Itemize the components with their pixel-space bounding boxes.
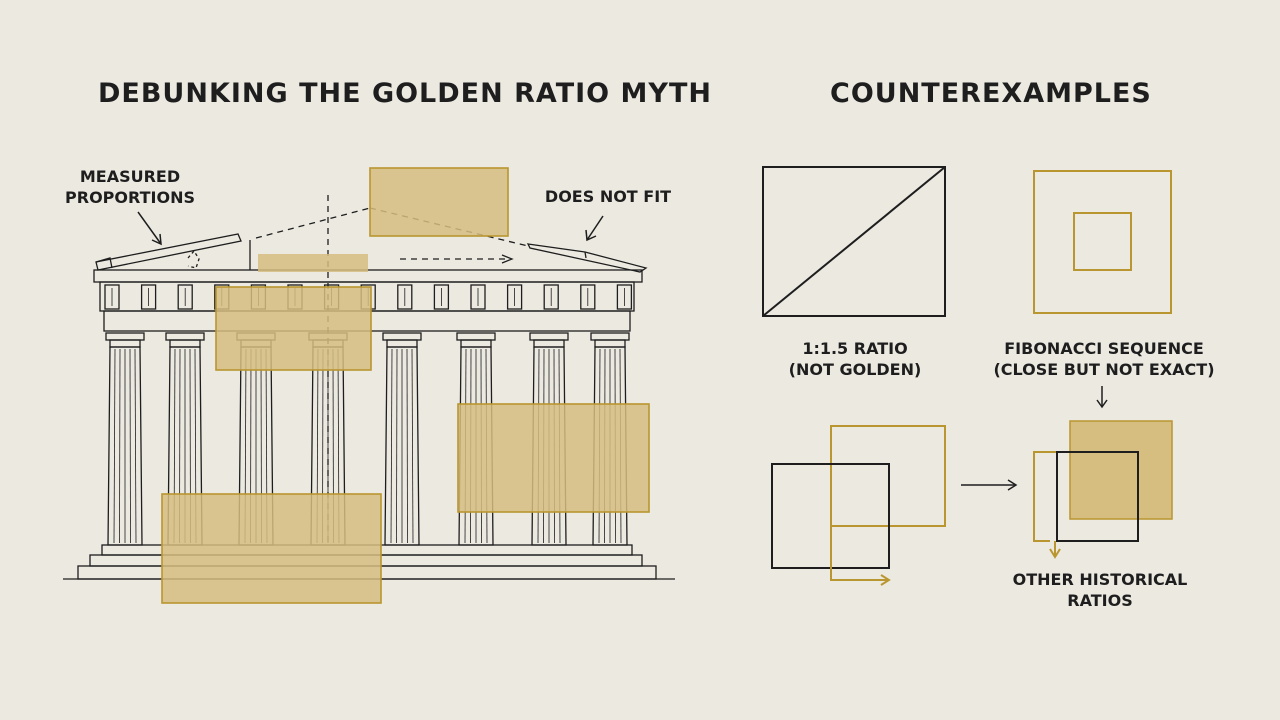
overlap-gold-arrow-line xyxy=(830,526,888,581)
column-echinus xyxy=(533,339,565,348)
historical-label-line2: RATIOS xyxy=(1067,591,1133,610)
column-flute xyxy=(411,348,414,544)
golden-rect-center xyxy=(215,286,372,371)
column-echinus xyxy=(460,339,492,348)
does-not-fit-label: DOES NOT FIT xyxy=(544,187,672,206)
fibonacci-down-arrow xyxy=(1096,386,1108,409)
triglyph xyxy=(140,284,157,310)
column-flute xyxy=(113,348,116,544)
fibonacci-label-line1: FIBONACCI SEQUENCE xyxy=(1004,339,1204,358)
fibonacci-inner-square xyxy=(1073,212,1132,271)
annotation-arrows xyxy=(137,211,604,246)
does-not-fit-arrow-icon xyxy=(586,215,604,241)
column-echinus xyxy=(386,339,418,348)
down-arrow-head-icon xyxy=(1096,399,1108,409)
triglyph xyxy=(543,284,559,310)
overlap-figure-right xyxy=(1033,420,1173,559)
right-title: COUNTEREXAMPLES xyxy=(830,78,1152,109)
pediment-fragment-right xyxy=(526,243,648,273)
column-capital xyxy=(456,332,496,341)
ratio-label-line1: 1:1.5 RATIO xyxy=(802,339,908,358)
ratio-diagonal xyxy=(762,166,946,317)
historical-ratios-label: OTHER HISTORICAL RATIOS xyxy=(1000,569,1200,611)
column-echinus xyxy=(169,339,201,348)
triglyph xyxy=(616,284,633,310)
fibonacci-outer-square xyxy=(1033,170,1172,314)
historical-gold-bracket xyxy=(1033,451,1057,542)
triglyph xyxy=(433,284,450,310)
column-flute xyxy=(119,348,121,544)
dashed-line-left xyxy=(255,207,371,239)
transition-arrow xyxy=(961,479,1018,491)
triglyph xyxy=(104,284,120,310)
column-flute xyxy=(390,348,393,544)
column-capital xyxy=(590,332,630,341)
right-arrow-head-icon xyxy=(1007,479,1018,491)
measured-label-line2: PROPORTIONS xyxy=(65,188,195,207)
historical-label-line1: OTHER HISTORICAL xyxy=(1012,570,1188,589)
ratio-label: 1:1.5 RATIO (NOT GOLDEN) xyxy=(770,338,940,380)
column-echinus xyxy=(109,339,141,348)
column-shaft xyxy=(107,346,143,546)
golden-rect-bottom xyxy=(161,493,382,604)
ratio-square xyxy=(762,166,946,317)
pediment-block-left xyxy=(95,257,113,269)
overlap-gold-arrow-head-icon xyxy=(880,574,891,586)
broken-piece-sketch xyxy=(187,249,200,269)
ratio-figure xyxy=(762,166,946,317)
dashed-arrow-head-icon xyxy=(501,254,514,264)
column xyxy=(105,332,145,546)
triglyph xyxy=(580,284,596,310)
does-not-fit-arrow-head-icon xyxy=(585,229,597,242)
overlap-figure-left xyxy=(771,425,946,586)
historical-black-square xyxy=(1056,451,1139,542)
column-capital xyxy=(165,332,205,341)
golden-rect-cornice xyxy=(258,254,368,272)
column-capital xyxy=(105,332,145,341)
measured-arrow-head-icon xyxy=(151,233,162,246)
historical-gold-arrow-head-icon xyxy=(1049,548,1061,559)
column-echinus xyxy=(594,339,626,348)
triglyph xyxy=(177,284,193,310)
left-title: DEBUNKING THE GOLDEN RATIO MYTH xyxy=(98,78,712,109)
ratio-label-line2: (NOT GOLDEN) xyxy=(788,360,922,379)
measured-label-line1: MEASURED xyxy=(79,167,181,186)
golden-rect-top xyxy=(369,167,509,237)
fibonacci-figure xyxy=(1033,170,1172,314)
column-flute xyxy=(406,348,408,544)
column-flute xyxy=(396,348,398,544)
column-flute xyxy=(134,348,137,544)
triglyph xyxy=(470,284,486,310)
column-shaft xyxy=(384,346,420,546)
fibonacci-label: FIBONACCI SEQUENCE (CLOSE BUT NOT EXACT) xyxy=(990,338,1218,380)
pediment-fragment-left xyxy=(95,233,242,271)
column-flute xyxy=(129,348,131,544)
measured-arrow-icon xyxy=(137,211,162,245)
column xyxy=(382,332,422,546)
golden-overlays xyxy=(161,167,650,604)
historical-filled-square xyxy=(1069,420,1173,520)
triglyph xyxy=(506,284,523,310)
pediment-crack xyxy=(584,251,587,259)
golden-rect-right xyxy=(457,403,650,513)
triglyph xyxy=(397,284,413,310)
measured-proportions-label: MEASURED PROPORTIONS xyxy=(62,166,198,208)
column-capital xyxy=(529,332,569,341)
fibonacci-label-line2: (CLOSE BUT NOT EXACT) xyxy=(993,360,1215,379)
column-capital xyxy=(382,332,422,341)
